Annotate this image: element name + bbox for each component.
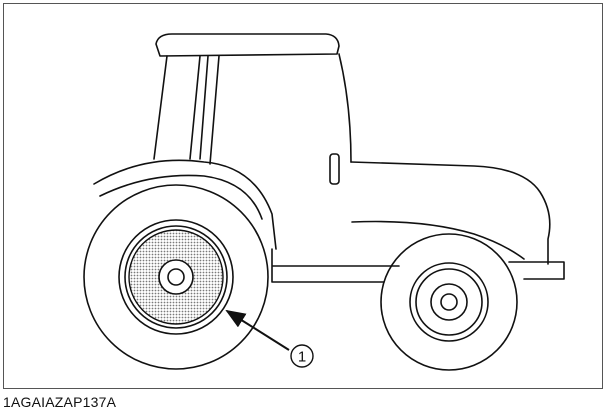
callout-circle [290, 344, 314, 368]
front-tire [380, 233, 518, 371]
callout-number: 1 [298, 349, 306, 366]
rear-rim-outer [118, 219, 234, 335]
rear-rim-inner [124, 225, 228, 329]
chassis [271, 248, 565, 283]
cab-roof [155, 33, 340, 57]
tractor-illustration: 1 [83, 33, 565, 371]
callout-arrow [225, 309, 290, 351]
rear-fender [93, 159, 277, 250]
door-handle [329, 153, 340, 185]
hood-underline [351, 220, 525, 260]
front-hub-inner [440, 293, 458, 311]
cab-frame [153, 53, 352, 165]
rear-hub-inner [167, 268, 185, 286]
figure-frame: 1 [3, 3, 603, 389]
figure-code: 1AGAIAZAP137A [3, 394, 117, 410]
front-rim-inner [415, 268, 483, 336]
engine-hood [350, 161, 551, 265]
front-rim-outer [409, 262, 489, 342]
front-hub-outer [430, 283, 468, 321]
rear-tire [83, 184, 269, 370]
